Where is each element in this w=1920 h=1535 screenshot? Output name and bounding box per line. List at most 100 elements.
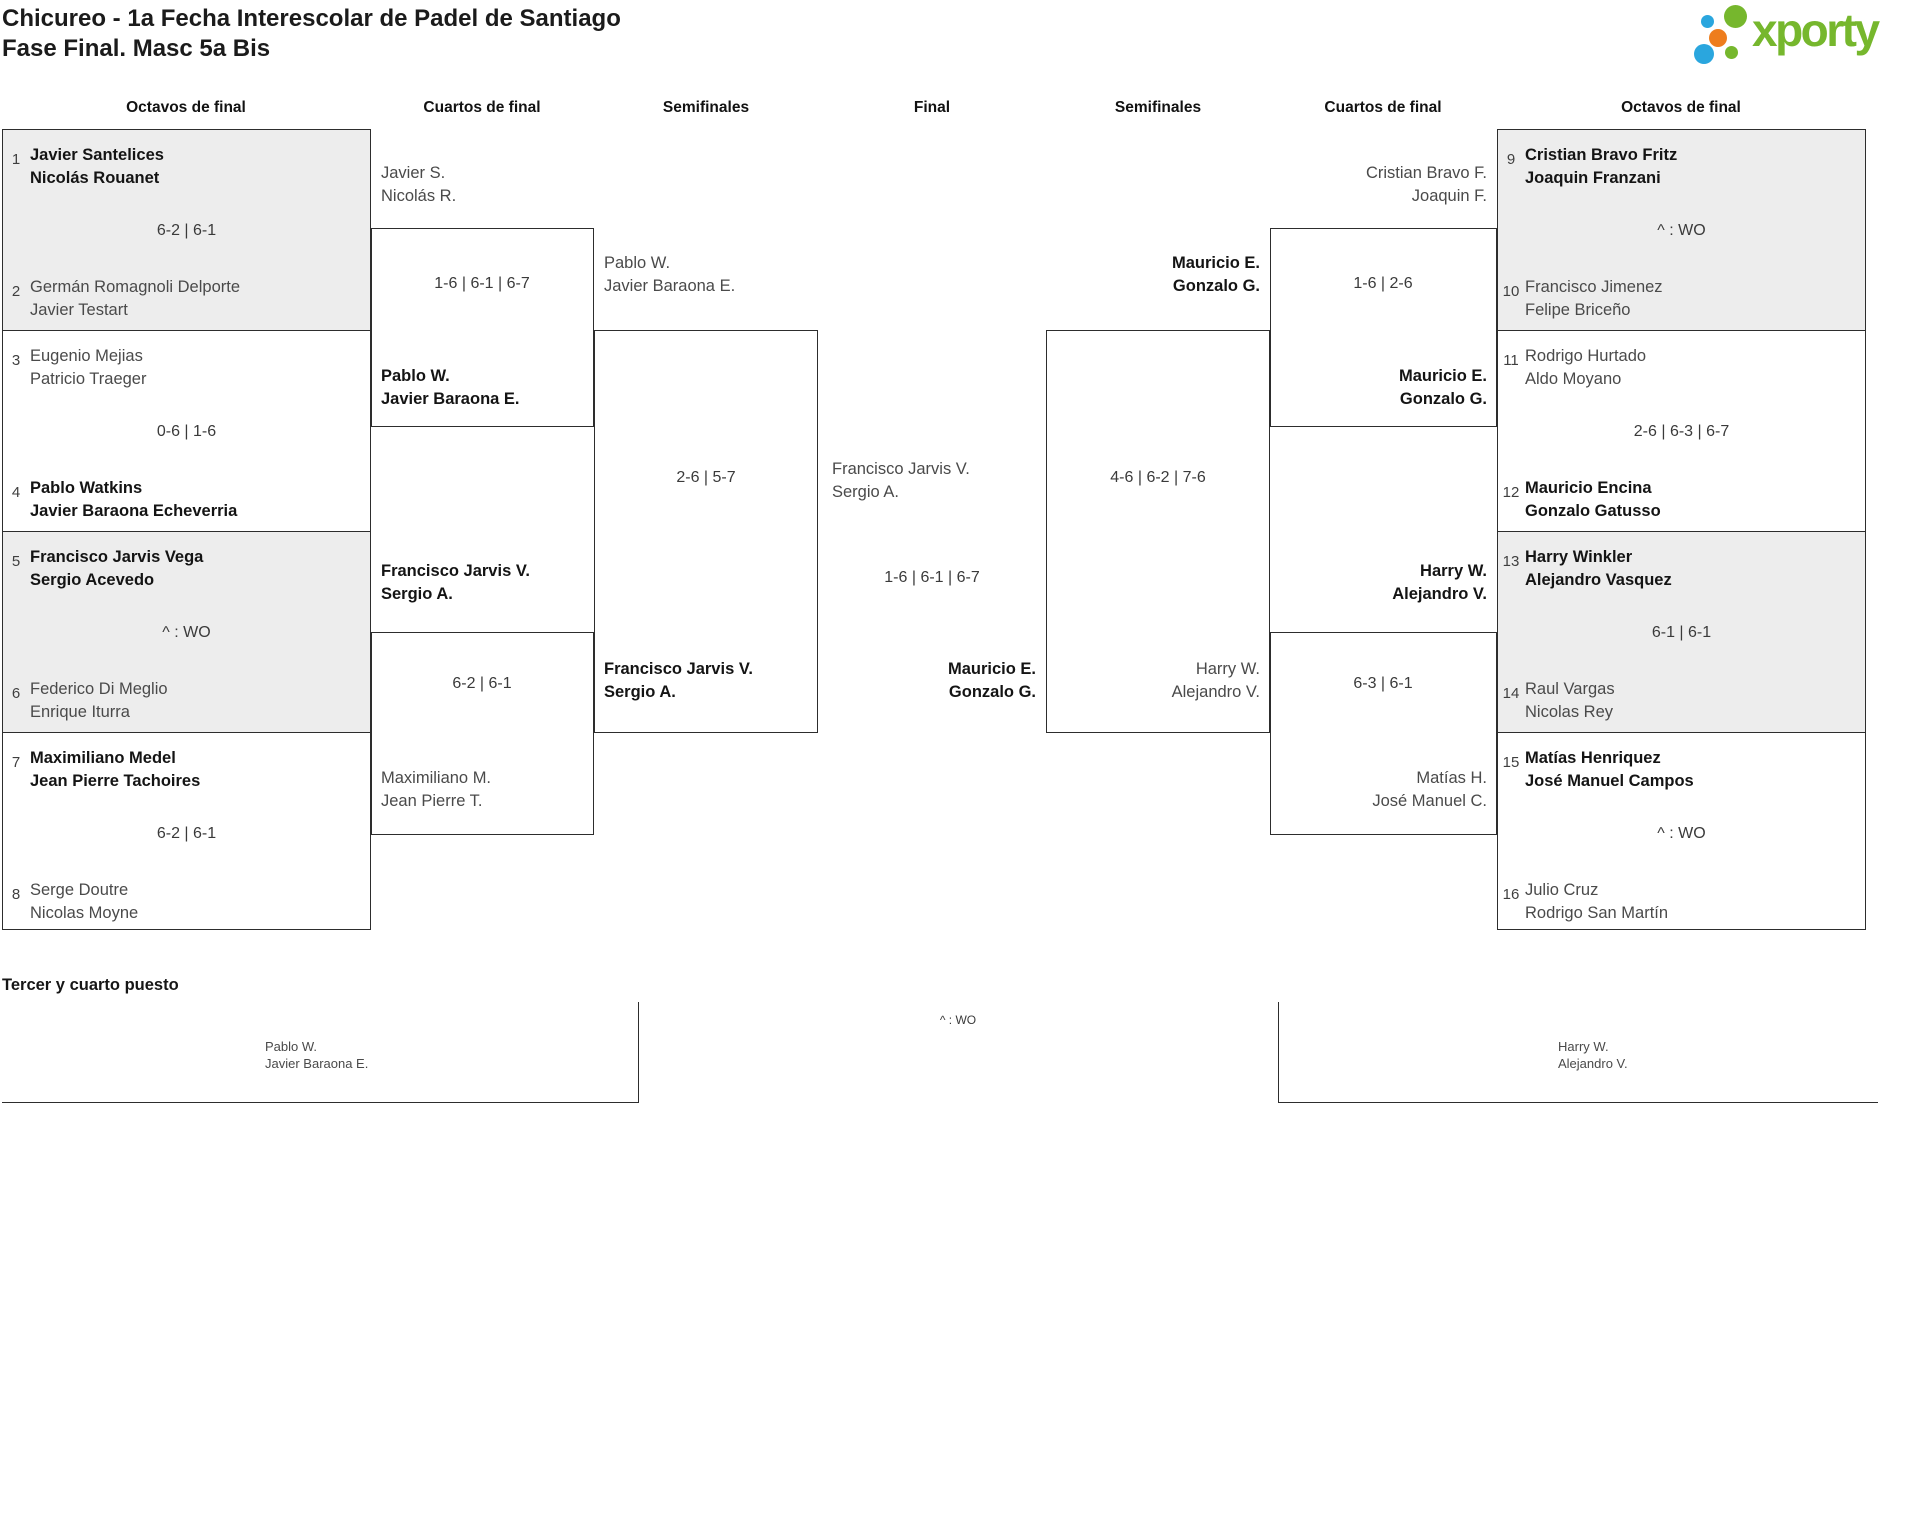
logo-dot [1725, 46, 1738, 59]
match-score: 6-3 | 6-1 [1353, 675, 1413, 692]
participant-name: Rodrigo Hurtado [1525, 347, 1647, 365]
participant-pair: Harry W.Alejandro V. [920, 658, 1260, 703]
participant-name: Germán Romagnoli Delporte [30, 278, 241, 296]
seed-number: 6 [11, 685, 21, 702]
seed-number: 13 [1502, 553, 1520, 570]
bracket-line [1278, 1002, 1878, 1103]
participant-pair: Mauricio E. Gonzalo G. [696, 658, 1036, 703]
participant-name: Joaquin F. [1411, 186, 1487, 205]
seed-number: 12 [1502, 484, 1520, 501]
participant-name: Mauricio E. [1171, 254, 1260, 272]
participant-pair: Pablo W.Javier Baraona E. [381, 365, 721, 410]
participant-name: Cristian Bravo Fritz [1525, 146, 1678, 164]
participant-name: Matías H. [1416, 769, 1487, 787]
participant-name: Sergio Acevedo [30, 570, 155, 589]
participant-name: Mauricio E. [1398, 367, 1487, 385]
octavos-match-box [1497, 732, 1866, 930]
round-header: Octavos de final [1621, 99, 1741, 116]
participant-name: Gonzalo G. [948, 682, 1036, 701]
round-header: Final [913, 99, 951, 116]
octavos-match-box [2, 330, 371, 532]
participant-name: Harry W. [1420, 562, 1487, 580]
match-score: ^ : WO [1657, 825, 1706, 842]
participant-pair: Francisco Jarvis V.Sergio A. [604, 658, 944, 703]
seed-number: 14 [1502, 685, 1520, 702]
tournament-title: Chicureo - 1a Fecha Interescolar de Pade… [2, 5, 621, 32]
participant-name: Javier S. [381, 164, 446, 182]
participant-name: Alejandro Vasquez [1525, 570, 1672, 589]
round-box [1270, 632, 1497, 835]
participant-name: Pablo W. [604, 254, 671, 272]
match-score: 2-6 | 5-7 [676, 469, 736, 486]
round-box [1046, 330, 1270, 733]
participant-name: Raul Vargas [1525, 680, 1615, 698]
octavos-match-box [2, 129, 371, 331]
participant-name: Rodrigo San Martín [1525, 903, 1669, 922]
seed-number: 3 [11, 352, 21, 369]
participant-name: Alejandro V. [1171, 682, 1260, 701]
round-header: Semifinales [662, 99, 750, 116]
seed-number: 10 [1502, 283, 1520, 300]
participant-pair: Mauricio E.Gonzalo G. [1147, 365, 1487, 410]
match-score: 4-6 | 6-2 | 7-6 [1110, 469, 1206, 486]
participant-name: Pablo W. [381, 367, 450, 385]
participant-name: Francisco Jarvis V. [832, 460, 970, 478]
seed-number: 4 [11, 484, 21, 501]
seed-number: 9 [1506, 151, 1516, 168]
participant-name: Javier Testart [30, 300, 128, 319]
round-header: Cuartos de final [423, 99, 541, 116]
seed-number: 7 [11, 754, 21, 771]
participant-name: Francisco Jimenez [1525, 278, 1663, 296]
participant-pair: Harry W.Alejandro V. [1147, 560, 1487, 605]
participant-name: Francisco Jarvis V. [604, 660, 753, 678]
match-score: 1-6 | 6-1 | 6-7 [434, 275, 530, 292]
seed-number: 15 [1502, 754, 1520, 771]
round-box [594, 330, 818, 733]
xporty-logo-text: xporty [1752, 4, 1880, 56]
round-header: Cuartos de final [1324, 99, 1442, 116]
participant-name: Aldo Moyano [1525, 369, 1622, 388]
participant-name: Eugenio Mejias [30, 347, 143, 365]
participant-name: José Manuel C. [1372, 791, 1487, 810]
match-score: 6-2 | 6-1 [156, 825, 217, 842]
participant-name: Francisco Jarvis V. [381, 562, 530, 580]
round-box [371, 632, 594, 835]
match-score: 1-6 | 6-1 | 6-7 [884, 569, 980, 586]
participant-name: Federico Di Meglio [30, 680, 168, 698]
participant-name: Jean Pierre Tachoires [30, 771, 201, 790]
participant-name: Maximiliano Medel [30, 749, 176, 767]
participant-name: Patricio Traeger [30, 369, 147, 388]
participant-name: Joaquin Franzani [1525, 168, 1661, 187]
participant-name: Javier Baraona E. [604, 276, 736, 295]
round-header: Semifinales [1114, 99, 1202, 116]
seed-number: 11 [1503, 352, 1519, 369]
logo-dot [1709, 29, 1727, 47]
match-score: 6-2 | 6-1 [156, 222, 217, 239]
match-score: 6-2 | 6-1 [452, 675, 512, 692]
participant-name: Harry W. [1558, 1039, 1609, 1054]
participant-name: Nicolas Moyne [30, 903, 139, 922]
participant-pair: Mauricio E. Gonzalo G. [920, 252, 1260, 297]
participant-name: Gonzalo Gatusso [1525, 501, 1661, 520]
match-score: ^ : WO [939, 1013, 977, 1027]
participant-name: Matías Henriquez [1525, 749, 1661, 767]
participant-pair: Maximiliano M.Jean Pierre T. [381, 767, 721, 812]
logo-dot [1701, 15, 1714, 28]
match-score: 0-6 | 1-6 [156, 423, 217, 440]
logo-dot [1694, 44, 1714, 64]
participant-name: Nicolás Rouanet [30, 168, 160, 187]
participant-name: Gonzalo G. [1172, 276, 1260, 295]
seed-number: 8 [11, 886, 21, 903]
participant-pair: Pablo W. Javier Baraona E. [604, 252, 944, 297]
participant-pair: Francisco Jarvis V.Sergio A. [381, 560, 721, 605]
participant-name: Mauricio E. [947, 660, 1036, 678]
